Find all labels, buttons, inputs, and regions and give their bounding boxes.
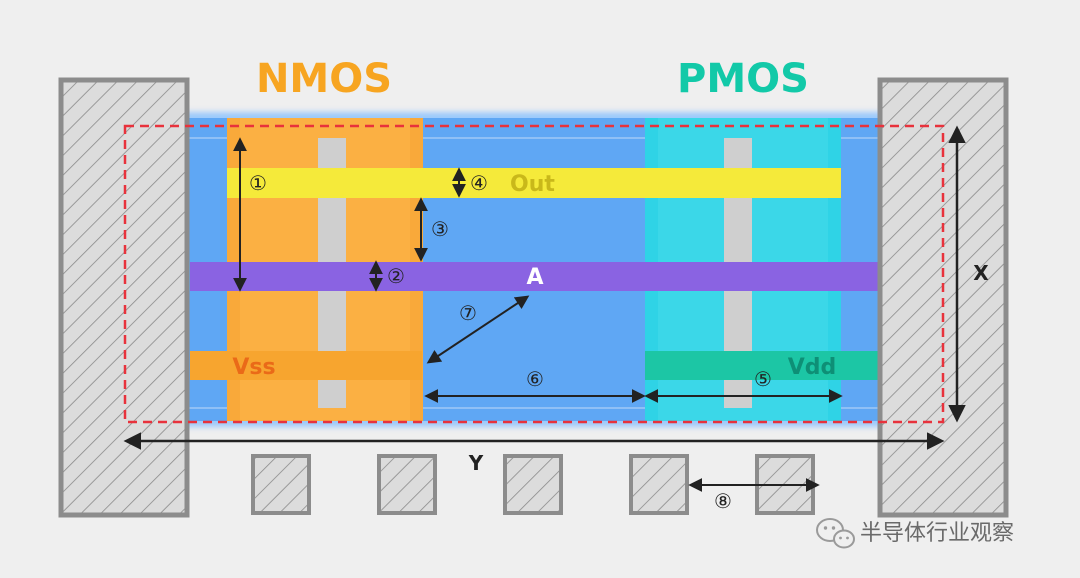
vss-bar-fill [330,351,340,380]
pmos-title: PMOS [677,56,809,102]
vss-bar [190,351,422,380]
right-boundary-block [877,77,1009,518]
marker-3: ③ [431,217,449,241]
watermark: 半导体行业观察 [816,518,1014,549]
marker-4: ④ [470,171,488,195]
cell-boundary-dashed [123,124,945,424]
marker-5: ⑤ [754,367,772,391]
out-bar [227,168,841,198]
vdd-label: Vdd [788,355,837,380]
via-square-2 [377,454,437,515]
marker-8: ⑧ [714,489,732,513]
dim-arrow-7 [426,295,530,364]
marker-1: ① [249,171,267,195]
gate-a-bar [190,262,878,291]
via-square-3 [503,454,563,515]
dimension-x-label: X [973,261,989,285]
via-square-4 [629,454,689,515]
marker-2: ② [387,264,405,288]
nmos-gate-strip-lower [318,380,346,408]
gate-a-label: A [526,265,543,290]
marker-6: ⑥ [526,367,544,391]
watermark-text: 半导体行业观察 [860,521,1014,546]
nmos-title: NMOS [256,56,392,102]
vss-label: Vss [232,355,275,380]
vdd-bar [645,351,878,380]
pmos-gate-strip-lower [724,380,752,408]
via-square-1 [251,454,311,515]
marker-7: ⑦ [459,301,477,325]
dimension-y-label: Y [468,451,484,475]
out-label: Out [510,172,555,197]
wechat-icon [816,518,855,549]
